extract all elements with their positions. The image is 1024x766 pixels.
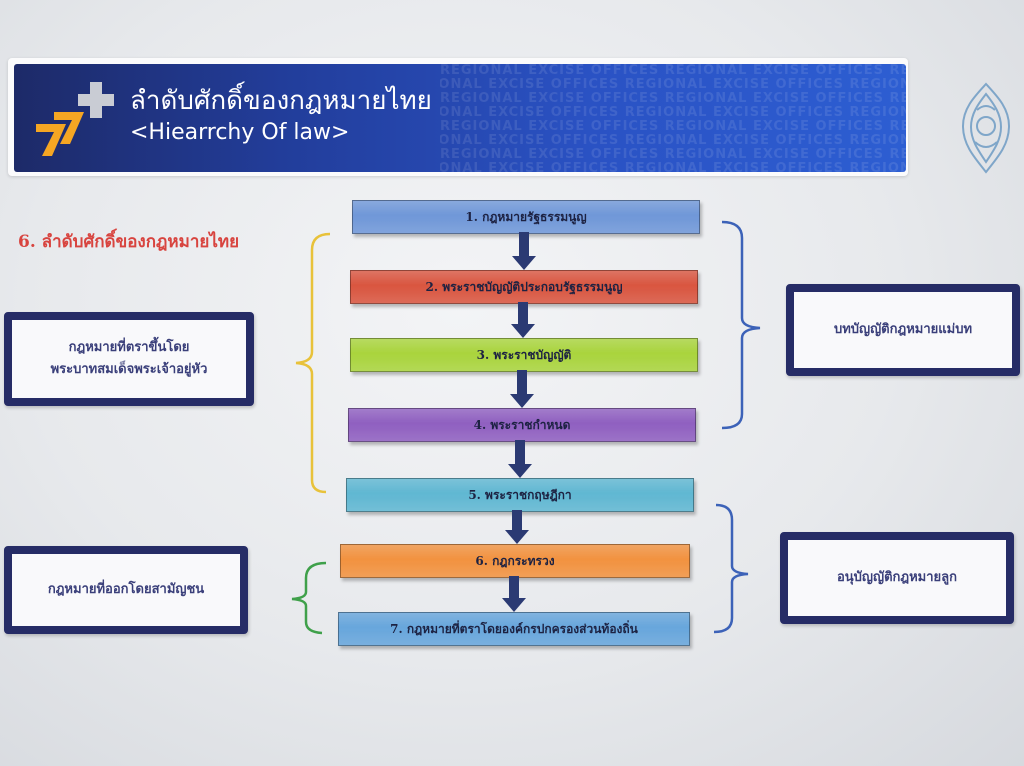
hierarchy-section-title: 6. ลำดับศักดิ์ของกฎหมายไทย xyxy=(18,232,240,252)
arrow-down-icon xyxy=(512,232,536,270)
page-title-english: <Hiearrchy Of law> xyxy=(130,120,350,145)
hierarchy-level-7: 7. กฎหมายที่ตราโดยองค์กรปกครองส่วนท้องถิ… xyxy=(338,612,690,646)
king-law-line1: กฎหมายที่ตราขึ้นโดย xyxy=(68,340,190,355)
banner-pattern: REGIONAL EXCISE OFFICES REGIONAL EXCISE … xyxy=(440,64,906,172)
subordinate-law-box: อนุบัญญัติกฎหมายลูก xyxy=(780,532,1014,624)
hierarchy-level-1: 1. กฎหมายรัฐธรรมนูญ xyxy=(352,200,700,234)
hierarchy-level-3: 3. พระราชบัญญัติ xyxy=(350,338,698,372)
arrow-down-icon xyxy=(511,302,535,338)
subordinate-law-text: อนุบัญญัติกฎหมายลูก xyxy=(836,570,958,585)
king-bracket xyxy=(295,232,331,494)
subordinate-law-bracket xyxy=(713,503,749,634)
hierarchy-level-label: 5. พระราชกฤษฎีกา xyxy=(468,487,572,502)
arrow-down-icon xyxy=(508,440,532,478)
king-law-box: กฎหมายที่ตราขึ้นโดย พระบาทสมเด็จพระเจ้าอ… xyxy=(4,312,254,406)
commoner-bracket xyxy=(291,561,327,635)
arrow-down-icon xyxy=(510,370,534,408)
hierarchy-level-label: 6. กฎกระทรวง xyxy=(475,553,555,568)
hierarchy-level-label: 2. พระราชบัญญัติประกอบรัฐธรรมนูญ xyxy=(425,279,623,294)
hierarchy-level-5: 5. พระราชกฤษฎีกา xyxy=(346,478,694,512)
parent-law-bracket xyxy=(721,220,761,430)
title-banner xyxy=(14,64,906,172)
parent-law-box: บทบัญญัติกฎหมายแม่บท xyxy=(786,284,1020,376)
hierarchy-level-label: 3. พระราชบัญญัติ xyxy=(476,347,572,362)
plus-icon xyxy=(78,82,114,118)
hierarchy-level-label: 7. กฎหมายที่ตราโดยองค์กรปกครองส่วนท้องถิ… xyxy=(390,621,638,636)
arrow-down-icon xyxy=(501,576,526,612)
page-title-thai: ลำดับศักดิ์ของกฎหมายไทย xyxy=(130,86,432,116)
arrow-down-icon xyxy=(504,510,529,544)
commoner-law-box: กฎหมายที่ออกโดยสามัญชน xyxy=(4,546,248,634)
parent-law-text: บทบัญญัติกฎหมายแม่บท xyxy=(833,322,973,337)
king-law-line2: พระบาทสมเด็จพระเจ้าอยู่หัว xyxy=(50,362,208,377)
hierarchy-level-6: 6. กฎกระทรวง xyxy=(340,544,690,578)
hierarchy-level-label: 4. พระราชกำหนด xyxy=(473,417,571,432)
hierarchy-level-2: 2. พระราชบัญญัติประกอบรัฐธรรมนูญ xyxy=(350,270,698,304)
hierarchy-level-label: 1. กฎหมายรัฐธรรมนูญ xyxy=(465,209,587,224)
hierarchy-level-4: 4. พระราชกำหนด xyxy=(348,408,696,442)
chevron-plus-logo-icon xyxy=(36,112,84,156)
excise-emblem-icon xyxy=(961,82,1011,174)
commoner-law-text: กฎหมายที่ออกโดยสามัญชน xyxy=(47,582,205,597)
